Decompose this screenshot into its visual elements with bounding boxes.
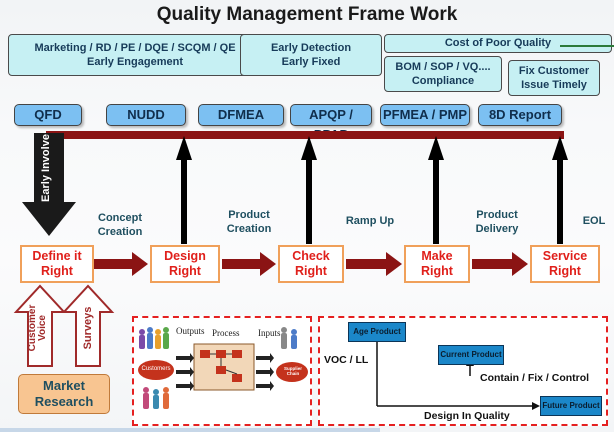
tool-qfd: QFD xyxy=(14,104,82,126)
process-diagram xyxy=(138,327,308,409)
slide-title: Quality Management Frame Work xyxy=(156,4,458,25)
supplier-people-icon xyxy=(281,327,297,349)
up-arrow-check xyxy=(301,136,317,244)
age-product-box: Age Product xyxy=(348,322,406,342)
io-arrows xyxy=(176,353,274,391)
phase-ramp-up: Ramp Up xyxy=(345,215,395,227)
supplier-chain-label: Supplier Chain xyxy=(283,366,302,376)
early-involve-label: Early Involve xyxy=(40,134,52,202)
voc-ll-label: VOC / LL xyxy=(324,354,369,366)
process-step-icons xyxy=(200,350,242,382)
cost-of-poor-quality-box: Cost of Poor Quality xyxy=(384,34,612,53)
process-label: Process xyxy=(212,328,240,338)
up-arrow-make xyxy=(428,136,444,244)
stage-arrow-3 xyxy=(346,252,402,276)
market-research-box: Market Research xyxy=(18,374,110,414)
feedback-bar xyxy=(46,131,564,139)
early-detection-box: Early Detection Early Fixed xyxy=(240,34,382,76)
supplier-chain-oval xyxy=(276,362,308,382)
process-panel: Outputs Process Inputs Customers Supplie… xyxy=(132,316,312,426)
tool-nudd: NUDD xyxy=(106,104,186,126)
bom-compliance-box: BOM / SOP / VQ.... Compliance xyxy=(384,56,502,92)
design-in-quality-label: Design In Quality xyxy=(424,410,510,422)
stage-define-it-right: Define it Right xyxy=(20,245,94,283)
footer-accent xyxy=(0,428,380,432)
tool-dfmea: DFMEA xyxy=(198,104,284,126)
early-involve-arrow xyxy=(22,133,76,236)
up-arrow-service xyxy=(552,136,568,244)
customer-voice-arrow xyxy=(13,284,67,367)
stage-arrow-2 xyxy=(222,252,276,276)
customers-label: Customers xyxy=(141,366,171,372)
future-product-box: Future Product xyxy=(540,396,602,416)
process-links xyxy=(210,353,238,375)
inputs-label: Inputs xyxy=(258,328,281,338)
phase-product-delivery: Product Delivery xyxy=(475,209,519,235)
up-arrow-design xyxy=(176,136,192,244)
customers-people-icon xyxy=(139,327,169,409)
stage-design-right: Design Right xyxy=(150,245,220,283)
phase-concept-creation: Concept Creation xyxy=(97,212,143,238)
surveys-arrow xyxy=(61,284,115,367)
stage-arrow-1 xyxy=(94,252,148,276)
outputs-label: Outputs xyxy=(176,326,205,336)
current-product-box: Current Product xyxy=(438,345,504,365)
stage-make-right: Make Right xyxy=(404,245,470,283)
stage-check-right: Check Right xyxy=(278,245,344,283)
stage-arrow-4 xyxy=(472,252,528,276)
customer-voice-label: Customer Voice xyxy=(27,304,48,352)
tool-pfmea-pmp: PFMEA / PMP xyxy=(380,104,470,126)
contain-fix-control-label: Contain / Fix / Control xyxy=(480,372,590,384)
lifecycle-panel: Age Product VOC / LL Current Product Con… xyxy=(318,316,608,426)
customers-oval xyxy=(138,360,174,380)
phase-eol: EOL xyxy=(582,215,606,227)
surveys-label: Surveys xyxy=(82,306,94,350)
stage-service-right: Service Right xyxy=(530,245,600,283)
tool-8d-report: 8D Report xyxy=(478,104,562,126)
phase-product-creation: Product Creation xyxy=(226,209,272,235)
fix-customer-issue-box: Fix Customer Issue Timely xyxy=(508,60,600,96)
